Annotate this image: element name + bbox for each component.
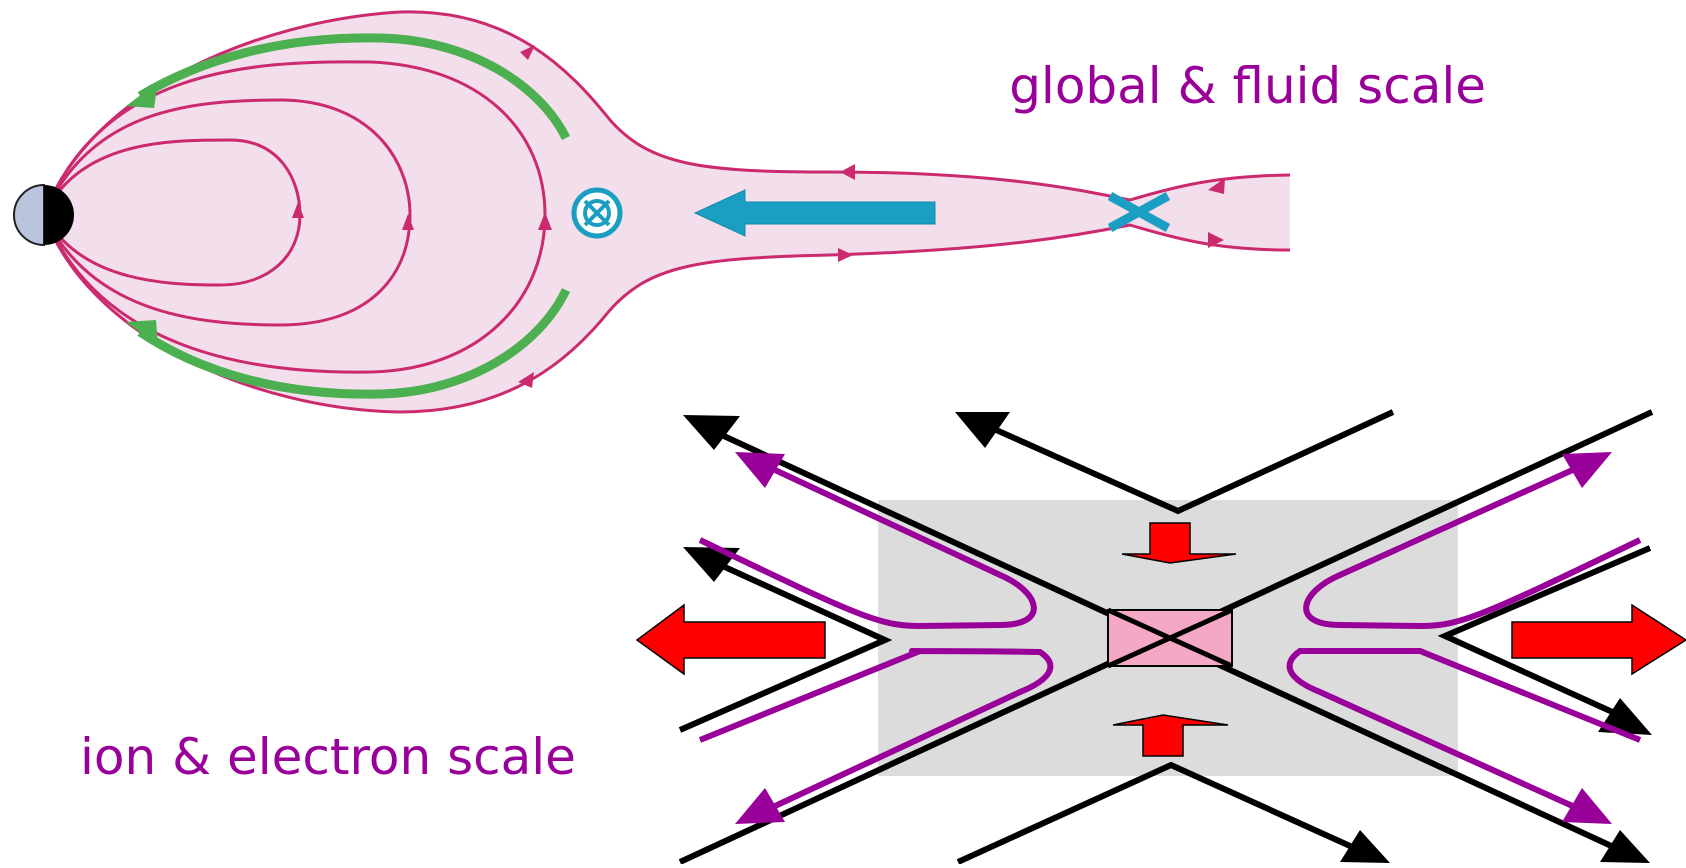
electron-field-line-top-left	[698, 460, 1037, 630]
current-arrow-upper-head	[126, 82, 158, 108]
current-arrow-upper	[137, 33, 571, 141]
electron-arrowhead	[735, 788, 785, 824]
electron-field-line-top-right	[1303, 460, 1642, 630]
field-arrowhead	[683, 415, 740, 450]
outflow-field-line-left	[678, 555, 893, 733]
inflow-field-line-bottom	[956, 761, 1372, 865]
outflow-field-line-right	[1437, 545, 1652, 723]
field-arrow	[402, 214, 414, 230]
earth-icon	[13, 183, 74, 247]
outflow-arrow-right	[1511, 603, 1686, 676]
field-arrow	[520, 45, 535, 60]
diffusion-region-diagram	[635, 409, 1686, 865]
field-arrowhead	[683, 547, 740, 582]
ion-electron-scale-label: ion & electron scale	[80, 728, 576, 786]
outer-field-line-lower	[42, 214, 1291, 414]
electron-arrowhead	[1562, 452, 1612, 488]
inflow-field-line-top	[983, 409, 1395, 515]
global-scale-label: global & fluid scale	[1009, 57, 1486, 115]
inflow-arrow-top	[1121, 522, 1237, 564]
earthward-flow-arrow	[693, 189, 936, 237]
outer-field-line	[42, 10, 1291, 216]
electron-arrowhead	[735, 452, 785, 488]
field-arrow	[1208, 178, 1225, 194]
inflow-arrow-bottom	[1112, 714, 1229, 757]
field-arrow	[538, 212, 552, 230]
electron-field-line-bottom-left	[698, 648, 1054, 816]
closed-field-line-2	[42, 98, 412, 327]
current-arrow-lower	[137, 288, 571, 399]
separatrix-center	[1106, 607, 1234, 669]
field-arrow	[292, 202, 304, 218]
magnetosphere-region	[44, 11, 1290, 413]
field-arrow	[1208, 232, 1224, 248]
current-into-page-icon	[571, 187, 623, 239]
electron-field-line-bottom-right	[1286, 648, 1642, 816]
magnetosphere-diagram	[13, 10, 1291, 414]
outflow-arrow-left	[635, 603, 826, 676]
electron-arrowhead	[1562, 788, 1612, 824]
field-arrow	[840, 164, 855, 180]
field-arrow	[518, 372, 534, 388]
x-line-icon	[1107, 192, 1171, 232]
field-arrow	[838, 248, 853, 262]
current-arrow-lower-head	[126, 320, 158, 346]
field-arrowhead	[1600, 830, 1650, 863]
field-arrowhead	[1340, 830, 1390, 863]
field-arrowhead	[955, 412, 1010, 448]
